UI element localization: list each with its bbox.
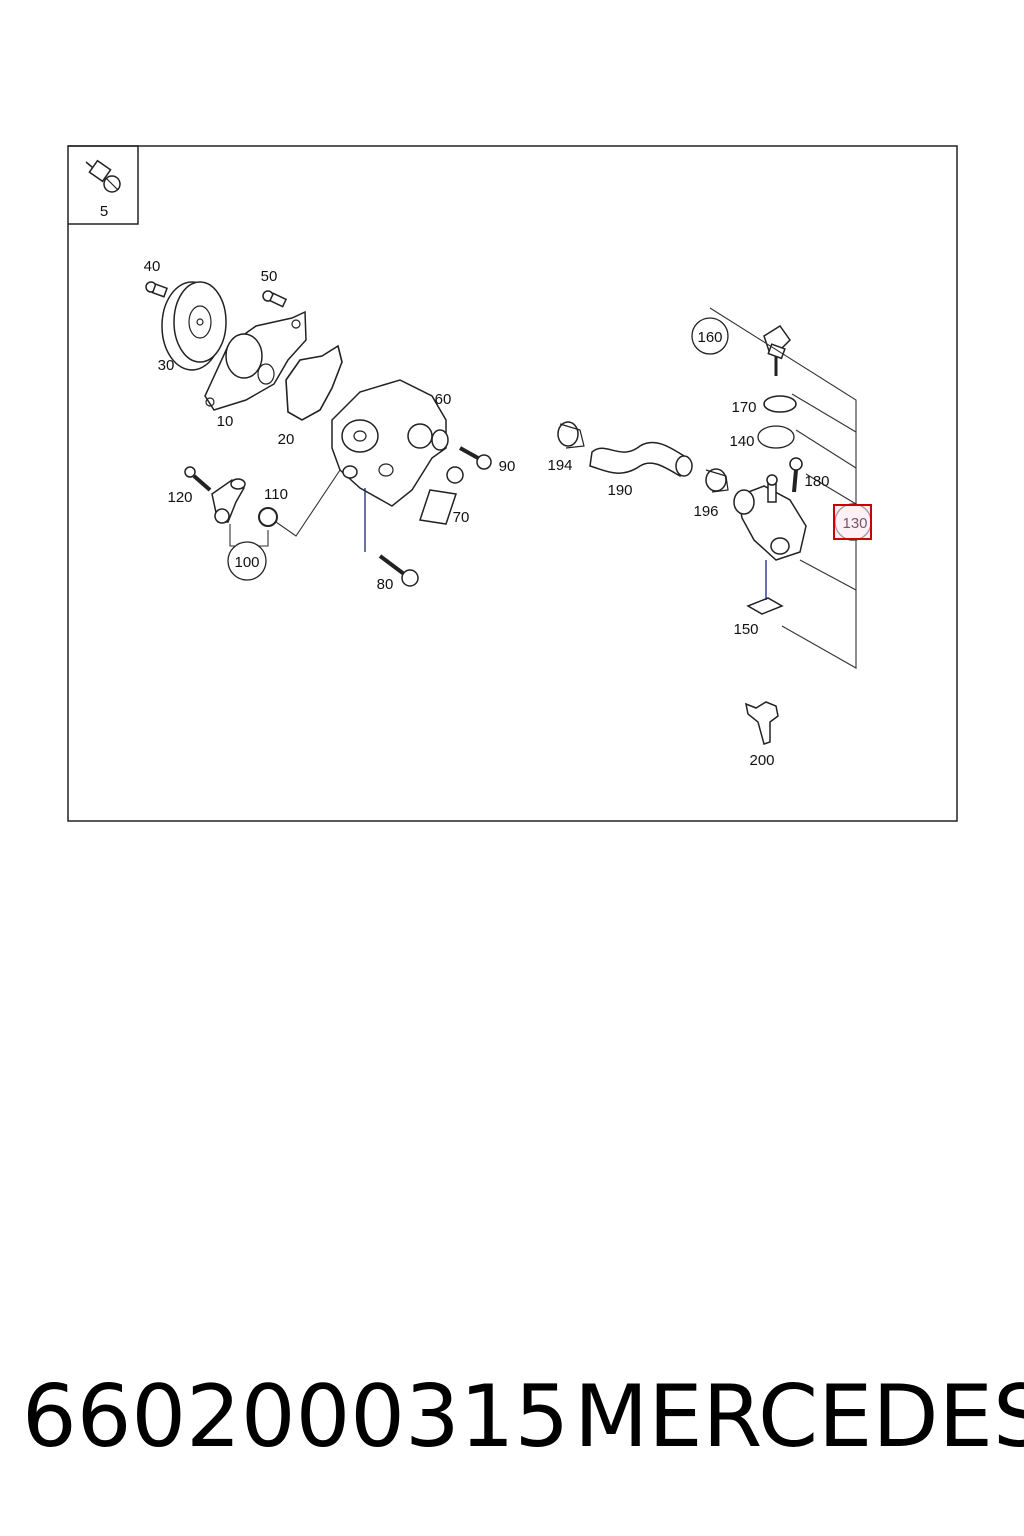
sensor-160-icon	[763, 324, 791, 376]
screw-180-icon	[789, 457, 803, 493]
bolt-90-icon	[459, 446, 492, 470]
bolt-50-icon	[262, 290, 288, 308]
callout-circle-100	[227, 541, 267, 581]
clamp-194-icon	[557, 421, 585, 449]
callout-40: 40	[144, 258, 161, 275]
inset-box: 5	[68, 145, 139, 225]
sensor-150-icon	[746, 560, 784, 615]
screw-120-icon	[184, 466, 212, 492]
pulley-30-icon	[161, 281, 227, 371]
callout-200: 200	[749, 752, 774, 769]
bracket-200-icon	[744, 701, 779, 745]
brand-name: MERCEDES	[574, 1367, 1024, 1467]
callout-190: 190	[607, 482, 632, 499]
diagram-frame	[67, 145, 958, 822]
callout-194: 194	[547, 457, 572, 474]
cap-70-icon	[419, 466, 464, 525]
callout-130[interactable]: 130	[842, 515, 867, 532]
bolt-80-icon	[378, 554, 419, 587]
sensor-inset-icon	[85, 159, 121, 193]
callout-80: 80	[377, 576, 394, 593]
callout-160: 160	[697, 329, 722, 346]
clamp-196-icon	[705, 468, 729, 493]
callout-50: 50	[261, 268, 278, 285]
bolt-40-icon	[145, 281, 168, 298]
water-pump-10-icon	[204, 310, 307, 411]
inset-label: 5	[100, 203, 108, 220]
callout-170: 170	[731, 399, 756, 416]
highlight-box-130[interactable]	[833, 504, 872, 540]
callout-10: 10	[217, 413, 234, 430]
o-ring-110-icon	[258, 507, 278, 527]
callout-circle-160	[691, 317, 729, 355]
o-ring-170-icon	[763, 395, 797, 413]
callout-100: 100	[234, 554, 259, 571]
thermostat-housing-130-icon	[733, 474, 807, 561]
callout-30: 30	[158, 357, 175, 374]
callout-70: 70	[453, 509, 470, 526]
gasket-20-icon	[285, 344, 343, 421]
fitting-100-icon	[211, 478, 246, 524]
pump-housing-60-icon	[331, 379, 449, 507]
callout-140: 140	[729, 433, 754, 450]
callout-60: 60	[435, 391, 452, 408]
callout-20: 20	[278, 431, 295, 448]
callout-90: 90	[499, 458, 516, 475]
callout-150: 150	[733, 621, 758, 638]
seal-140-icon	[757, 425, 795, 449]
callout-110: 110	[264, 486, 288, 503]
callout-196: 196	[693, 503, 718, 520]
hose-190-icon	[589, 441, 685, 478]
part-number: 6602000315	[22, 1367, 569, 1467]
callout-180: 180	[804, 473, 829, 490]
callout-120: 120	[167, 489, 192, 506]
